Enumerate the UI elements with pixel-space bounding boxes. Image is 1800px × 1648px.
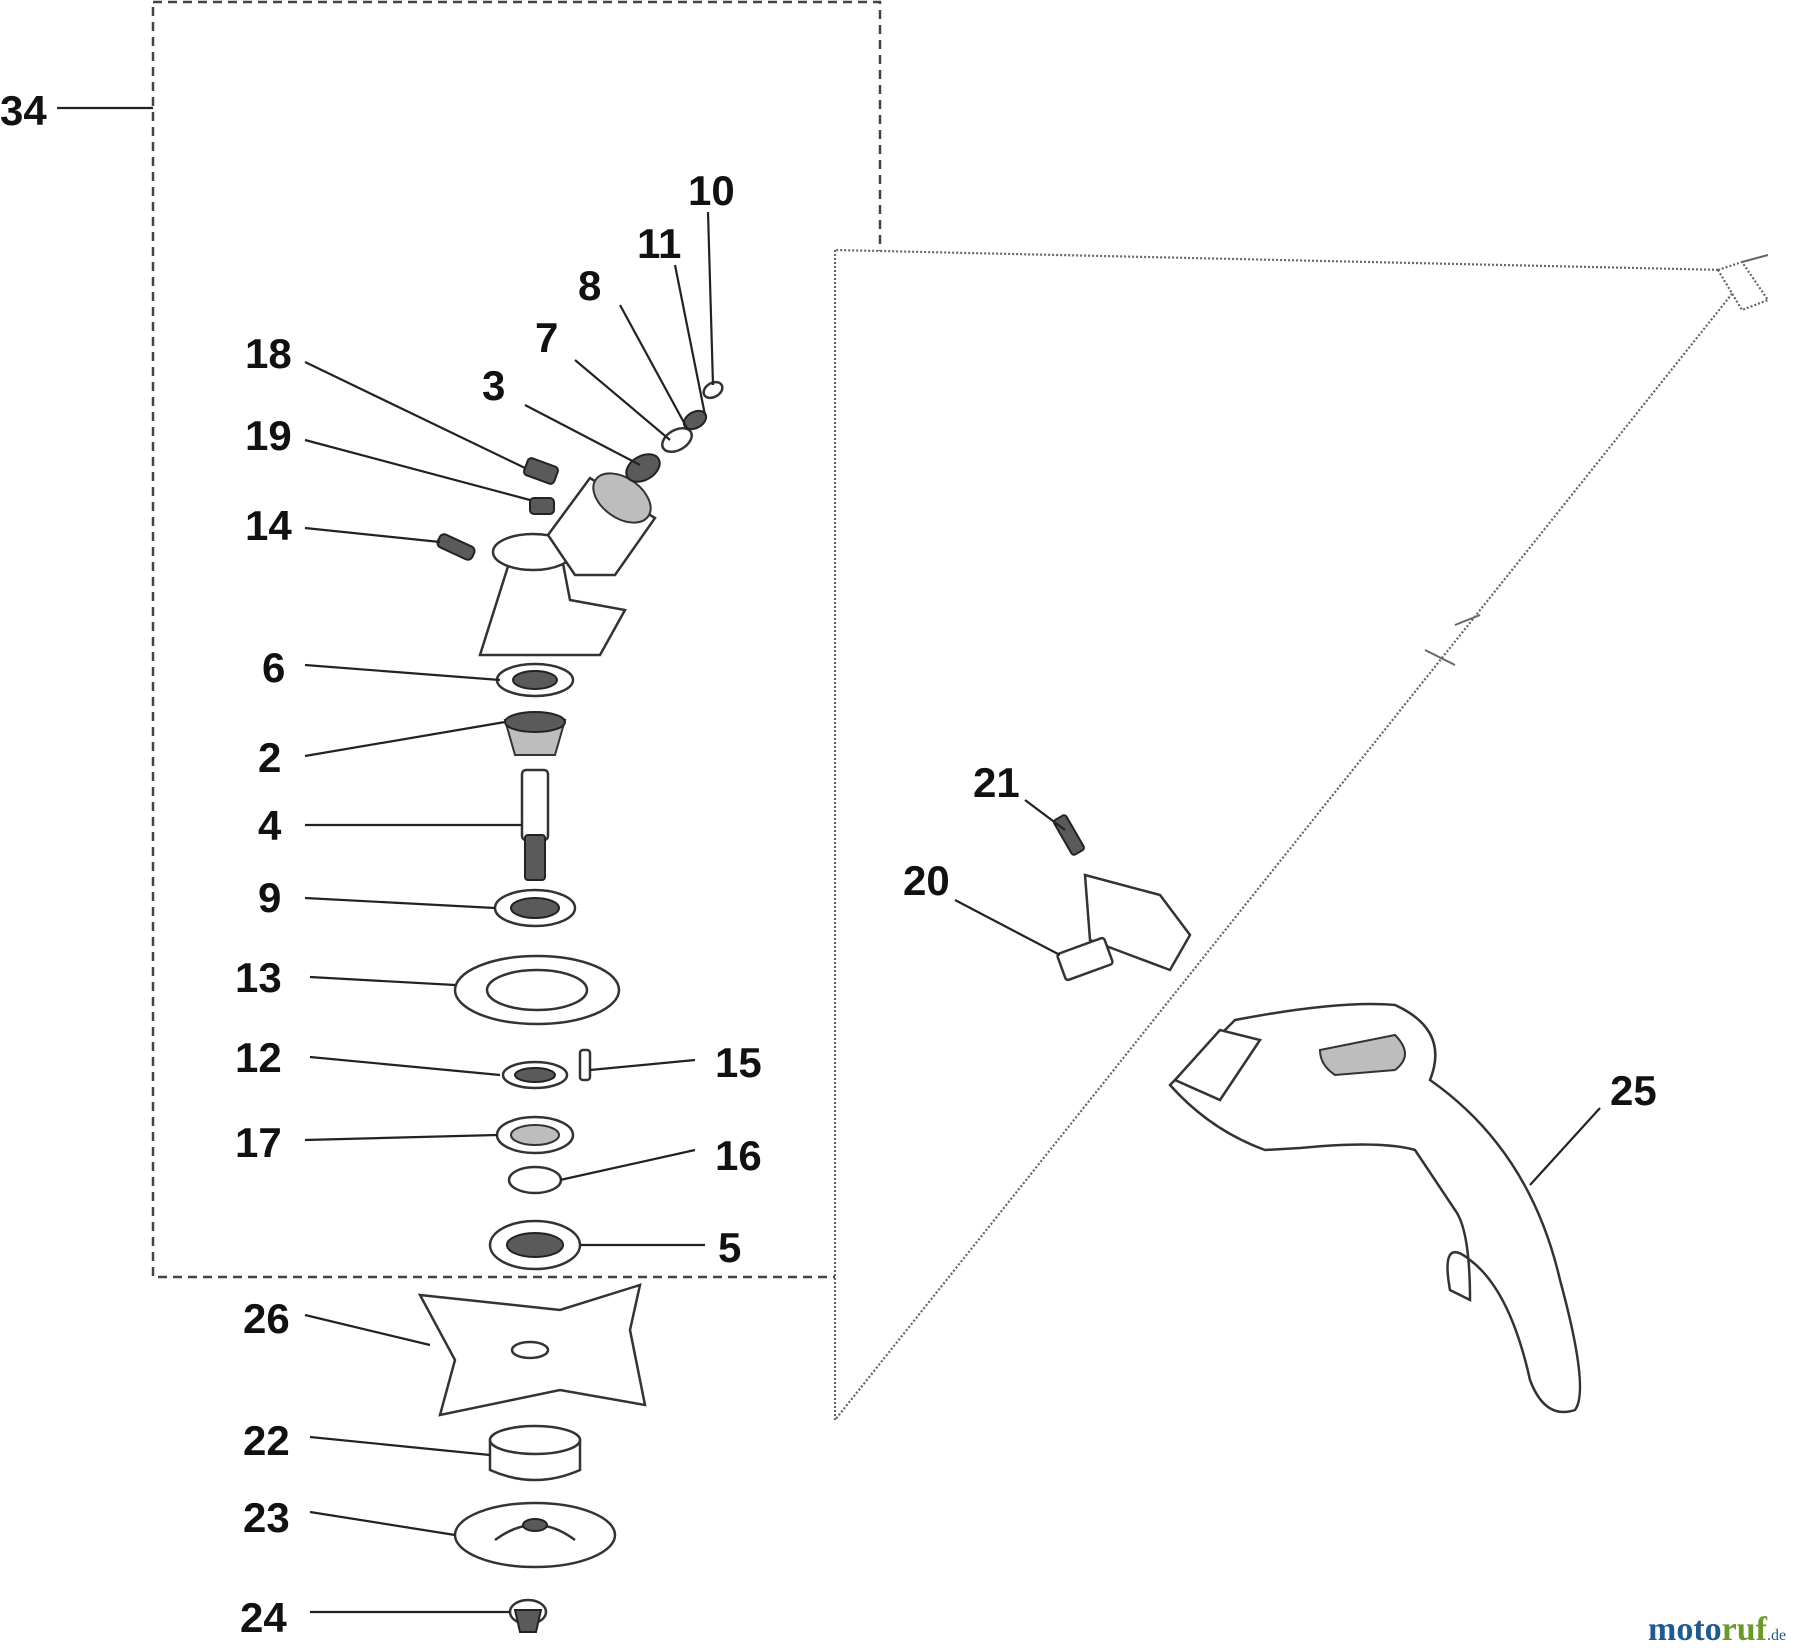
callout-19: 19: [245, 412, 292, 459]
callout-14: 14: [245, 502, 292, 549]
callout-8: 8: [578, 262, 601, 309]
drive-shaft-tube: [833, 248, 1770, 1424]
callout-9: 9: [258, 874, 281, 921]
svg-text:motoruf.de: motoruf.de: [1648, 1611, 1786, 1648]
callout-18: 18: [245, 330, 292, 377]
callout-22: 22: [243, 1417, 290, 1464]
watermark-logo: motoruf.de: [1648, 1611, 1786, 1648]
gear-head-housing: [478, 472, 657, 657]
callout-21: 21: [973, 759, 1020, 806]
callout-3: 3: [482, 362, 505, 409]
loop-handle: [1168, 1002, 1582, 1414]
pinion-and-bearings: [436, 380, 724, 561]
callout-4: 4: [258, 802, 282, 849]
callout-labels: 34 10 11 8 7 3 18 19 14 6 2 4 9 13 12 15…: [0, 87, 1657, 1641]
callout-13: 13: [235, 954, 282, 1001]
callout-20: 20: [903, 857, 950, 904]
assembly-34-boundary: [151, 0, 882, 1279]
callout-10: 10: [688, 167, 735, 214]
callout-34: 34: [0, 87, 47, 134]
callout-23: 23: [243, 1494, 290, 1541]
spindle-stack: [453, 662, 621, 1271]
callout-11: 11: [637, 220, 681, 267]
callout-7: 7: [535, 314, 558, 361]
callout-24: 24: [240, 1594, 287, 1641]
lower-fittings: [453, 1424, 617, 1633]
callout-25: 25: [1610, 1067, 1657, 1114]
leader-lines: [57, 106, 1601, 1614]
callout-17: 17: [235, 1119, 282, 1166]
callout-15: 15: [715, 1039, 762, 1086]
callout-2: 2: [258, 734, 281, 781]
callout-12: 12: [235, 1034, 282, 1081]
callout-5: 5: [718, 1224, 741, 1271]
callout-6: 6: [262, 644, 285, 691]
callout-26: 26: [243, 1295, 290, 1342]
callout-16: 16: [715, 1132, 762, 1179]
handle-clamp: [1053, 814, 1192, 982]
